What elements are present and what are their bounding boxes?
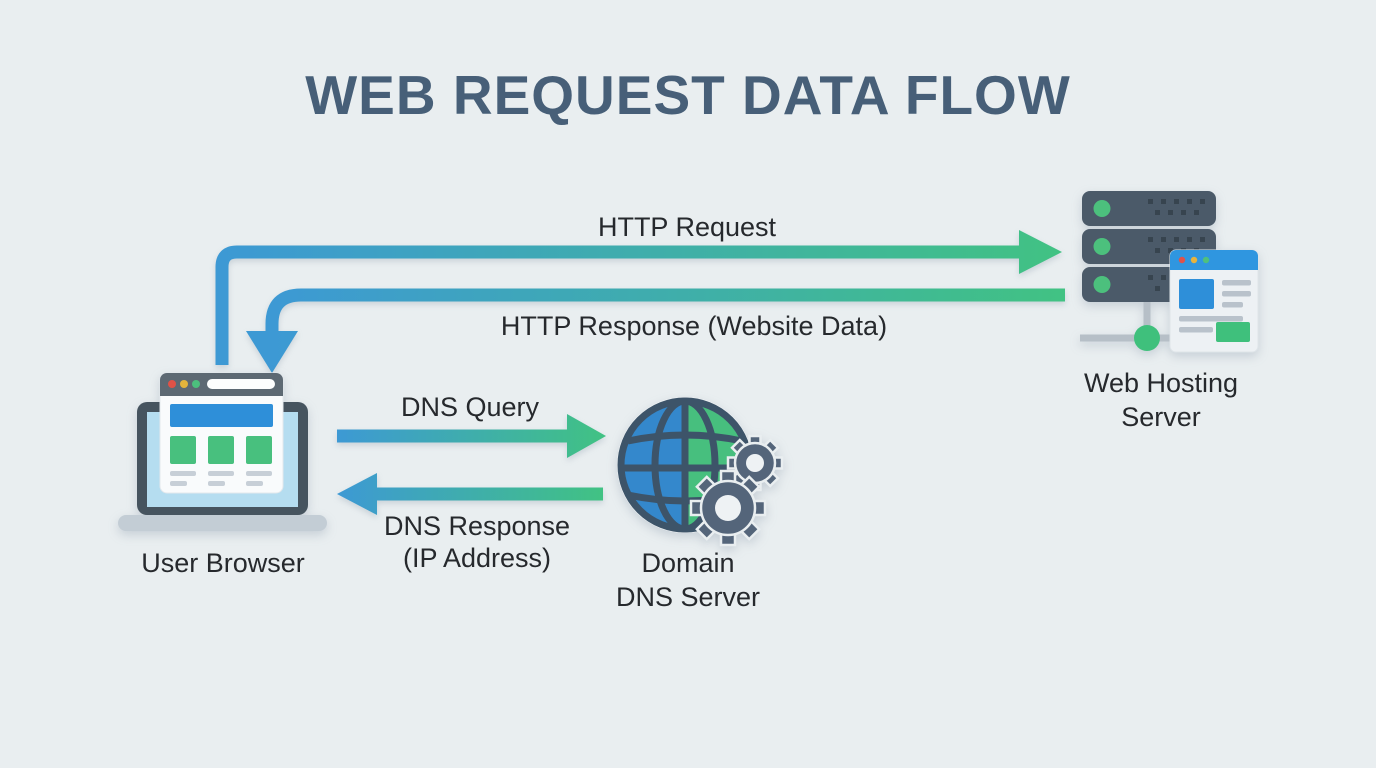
gear-large-icon bbox=[689, 469, 767, 547]
hosted-site-titlebar bbox=[1170, 250, 1258, 270]
page-banner bbox=[170, 404, 273, 427]
dns-server-label: Domain DNS Server bbox=[615, 548, 761, 612]
http-request-arrowhead-icon bbox=[1019, 230, 1062, 274]
dns-response-arrow bbox=[337, 473, 603, 515]
laptop-base bbox=[118, 515, 327, 531]
http-response-arrow bbox=[246, 288, 1065, 373]
dns-query-arrowhead-icon bbox=[567, 414, 606, 458]
red-dot-icon bbox=[1178, 256, 1186, 264]
server-led-icon bbox=[1093, 276, 1111, 293]
page-title: WEB REQUEST DATA FLOW bbox=[305, 64, 1071, 126]
server-led-icon bbox=[1093, 238, 1111, 255]
http-response-arrowhead-icon bbox=[246, 331, 298, 373]
hosted-site-window bbox=[1169, 249, 1259, 353]
dns-query-label: DNS Query bbox=[400, 392, 540, 422]
server-rack-icon bbox=[1080, 191, 1259, 353]
green-dot-icon bbox=[192, 380, 200, 388]
gear-small-icon bbox=[726, 434, 784, 492]
laptop-browser-icon bbox=[118, 372, 327, 531]
http-request-label: HTTP Request bbox=[597, 212, 777, 242]
network-line-horizontal bbox=[1080, 334, 1175, 342]
green-dot-icon bbox=[1202, 256, 1210, 264]
http-request-arrow bbox=[215, 230, 1062, 365]
user-browser-label: User Browser bbox=[141, 548, 305, 578]
server-led-icon bbox=[1093, 200, 1111, 217]
web-hosting-server-label: Web Hosting Server bbox=[1083, 368, 1239, 432]
network-node-icon bbox=[1134, 325, 1160, 351]
dns-query-arrow bbox=[337, 414, 606, 458]
browser-window bbox=[159, 372, 284, 494]
address-bar bbox=[207, 379, 275, 389]
dns-response-label: DNS Response (IP Address) bbox=[383, 511, 571, 573]
red-dot-icon bbox=[168, 380, 176, 388]
network-line-vertical bbox=[1143, 298, 1151, 336]
globe-gears-icon bbox=[617, 397, 784, 547]
http-response-label: HTTP Response (Website Data) bbox=[500, 311, 888, 341]
yellow-dot-icon bbox=[1190, 256, 1198, 264]
yellow-dot-icon bbox=[180, 380, 188, 388]
dns-response-arrowhead-icon bbox=[337, 473, 377, 515]
